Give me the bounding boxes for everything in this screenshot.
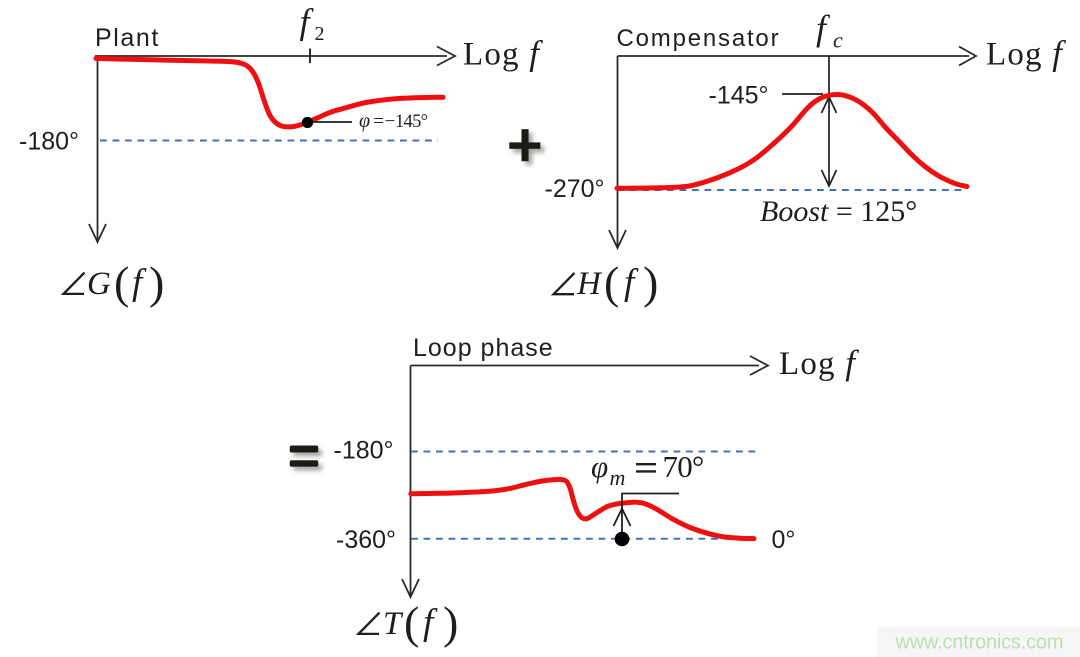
svg-text:70°: 70° [663, 449, 704, 484]
svg-text:(: ( [404, 597, 419, 648]
svg-text:G: G [87, 266, 111, 302]
svg-text:-180°: -180° [334, 437, 394, 465]
svg-text:-180°: -180° [19, 128, 79, 156]
svg-text:T: T [383, 606, 404, 642]
svg-text:): ) [443, 597, 458, 648]
svg-text:2: 2 [315, 23, 325, 45]
svg-text:Log f: Log f [779, 343, 859, 382]
svg-text:Compensator: Compensator [617, 25, 781, 52]
svg-text:φ=−145°: φ=−145° [359, 110, 428, 132]
svg-text:0°: 0° [772, 526, 796, 554]
svg-text:): ) [149, 257, 164, 308]
svg-text:c: c [833, 28, 843, 53]
svg-text:Plant: Plant [95, 24, 160, 52]
svg-text:Log f: Log f [986, 34, 1066, 73]
svg-text:Boost = 125°: Boost = 125° [760, 195, 917, 228]
svg-text:(: ( [604, 257, 619, 308]
svg-text:-145°: -145° [709, 82, 769, 110]
svg-text:-360°: -360° [336, 526, 396, 554]
svg-text:(: ( [114, 257, 129, 308]
svg-text:): ) [643, 257, 658, 308]
svg-text:Log f: Log f [463, 34, 543, 73]
svg-text:www.cntronics.com: www.cntronics.com [895, 632, 1064, 654]
svg-text:φ: φ [591, 449, 608, 484]
svg-text:-270°: -270° [545, 175, 605, 203]
svg-text:m: m [610, 465, 626, 490]
svg-text:H: H [576, 266, 603, 302]
svg-text:Loop phase: Loop phase [413, 334, 554, 362]
